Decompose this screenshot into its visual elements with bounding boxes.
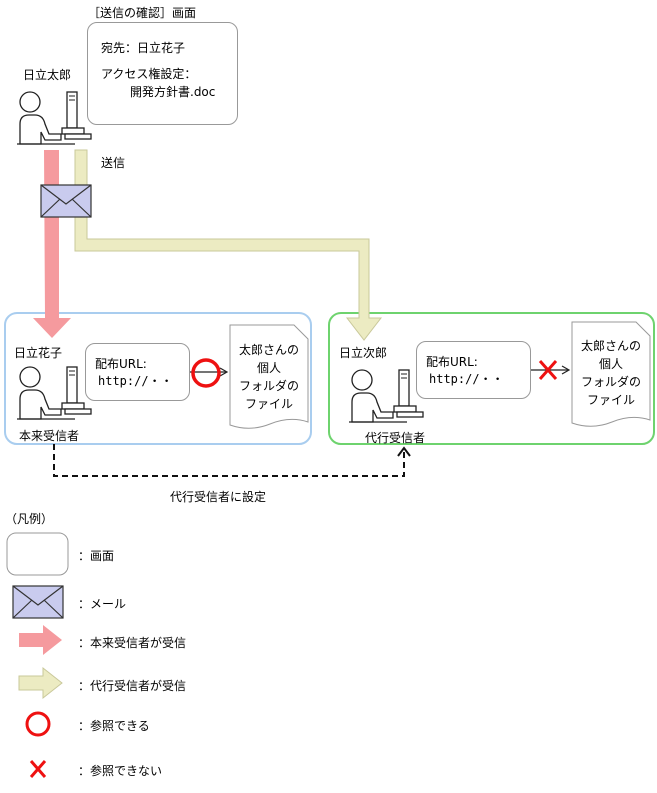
right-recipient-role: 代行受信者 <box>365 431 426 445</box>
legend-label-mail: ：メール <box>78 597 127 611</box>
left-url-link[interactable]: http://・・ <box>98 374 173 388</box>
arrow-yellow-path <box>74 149 383 341</box>
legend-label-red-arrow: ：本来受信者が受信 <box>78 636 187 650</box>
left-url-screen: 配布URL: http://・・ <box>85 343 190 401</box>
legend-circle-icon <box>25 711 51 737</box>
legend-red-arrow-icon <box>19 625 62 655</box>
right-file-line: 個人 <box>598 357 623 371</box>
left-recipient-role: 本来受信者 <box>19 429 80 443</box>
delegate-dashed-line <box>53 444 405 477</box>
legend-title: （凡例） <box>5 512 54 526</box>
right-file-line: フォルダの <box>580 375 641 389</box>
proxy-recipient-box <box>328 312 655 445</box>
left-person-icon <box>16 366 92 420</box>
can-access-mark <box>191 358 221 388</box>
left-file-line: 個人 <box>256 361 281 375</box>
mail-icon <box>40 184 92 218</box>
confirm-dialog-screen: 宛先：日立花子 アクセス権設定： 開発方針書.doc <box>87 22 238 125</box>
left-file-label: 太郎さんの 個人 フォルダの ファイル <box>230 341 308 413</box>
confirm-access-label: アクセス権設定： <box>101 67 197 81</box>
left-url-label: 配布URL: <box>95 357 147 371</box>
delegate-label: 代行受信者に設定 <box>170 490 267 504</box>
arrow-red-path <box>33 150 71 338</box>
confirm-destination: 宛先：日立花子 <box>101 41 186 55</box>
right-file-shape <box>571 321 651 427</box>
left-file-shape <box>229 324 309 429</box>
legend-label-circle: ：参照できる <box>78 719 150 733</box>
legend-mail-icon <box>12 585 64 619</box>
confirm-access-file: 開発方針書.doc <box>130 85 216 99</box>
confirm-dialog-title: ［送信の確認］画面 <box>88 6 197 20</box>
legend-label-cross: ：参照できない <box>78 764 163 778</box>
right-file-label: 太郎さんの 個人 フォルダの ファイル <box>572 337 650 409</box>
legend-yellow-arrow-icon <box>18 666 63 700</box>
right-url-link[interactable]: http://・・ <box>429 372 504 386</box>
original-recipient-box <box>4 312 312 445</box>
left-file-line: フォルダの <box>238 379 299 393</box>
sender-person-icon <box>16 91 92 145</box>
right-url-label: 配布URL: <box>426 355 478 369</box>
right-url-screen: 配布URL: http://・・ <box>416 341 531 399</box>
legend-cross-icon <box>29 760 47 778</box>
cannot-access-mark <box>538 360 558 380</box>
legend-screen-icon <box>6 532 69 576</box>
sender-name: 日立太郎 <box>23 68 72 82</box>
left-file-line: ファイル <box>244 397 293 411</box>
left-file-line: 太郎さんの <box>238 343 299 357</box>
left-recipient-name: 日立花子 <box>14 346 63 360</box>
legend-label-yellow-arrow: ：代行受信者が受信 <box>78 679 187 693</box>
right-recipient-name: 日立次郎 <box>339 346 388 360</box>
send-label: 送信 <box>101 156 126 170</box>
right-file-line: 太郎さんの <box>580 339 641 353</box>
right-person-icon <box>348 369 424 423</box>
legend-label-screen: ：画面 <box>78 549 115 563</box>
right-file-line: ファイル <box>586 393 635 407</box>
